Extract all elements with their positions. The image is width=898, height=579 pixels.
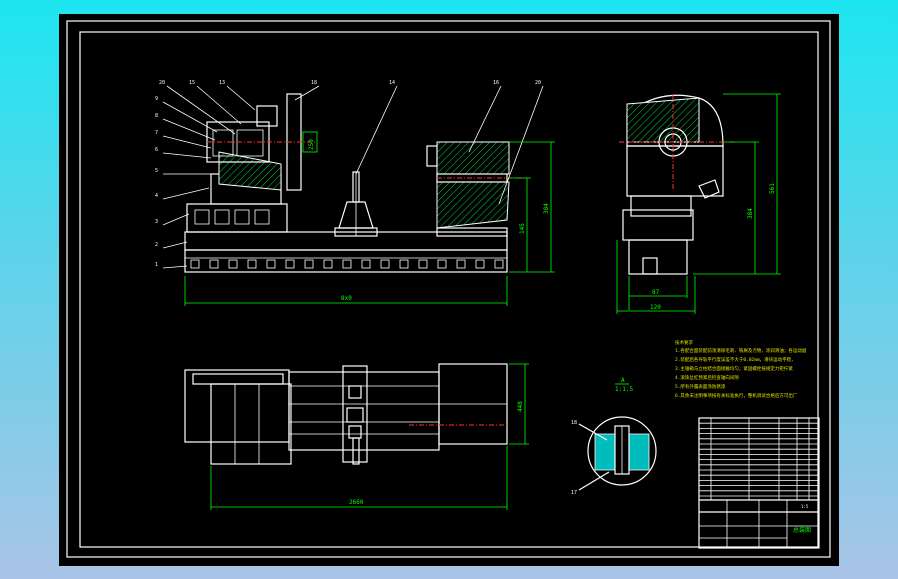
part-label: 7 [155, 130, 158, 136]
detail-label-18: 18 [571, 420, 577, 426]
detail-title: A [621, 377, 625, 384]
part-label: 13 [219, 80, 225, 86]
base-bolt-row [190, 259, 504, 269]
dim-front-tag: 250 [308, 139, 315, 150]
dim-plan-width: 2660 [349, 499, 364, 506]
motor-housing [256, 105, 278, 127]
part-label: 20 [535, 80, 541, 86]
base-bolt [247, 259, 257, 269]
base-bolt [456, 259, 466, 269]
dim-side-total: 561 [769, 183, 776, 194]
part-label: 3 [155, 219, 158, 225]
column-lower [186, 203, 288, 233]
base-bolt [342, 259, 352, 269]
part-label: 20 [159, 80, 165, 86]
notes-heading: 技术要求 [675, 339, 693, 346]
base-bolt [323, 259, 333, 269]
inner-border [79, 31, 819, 548]
front-leaders: 20 15 13 18 9 8 7 6 5 4 3 2 1 14 16 20 [155, 80, 544, 269]
technical-notes: 技术要求 1.各配合面装配前须清除毛刺、铁屑及污物，涂润滑油；各运动副 2.装配后… [675, 339, 807, 399]
base-bolt [361, 259, 371, 269]
dim-side-w-outer: 120 [650, 304, 661, 311]
side-view: 561 384 87 120 [616, 93, 781, 314]
right-headstock [426, 141, 525, 237]
dim-front-height-a: 384 [543, 203, 550, 214]
center-tailstock [334, 171, 378, 237]
base-bolt [380, 259, 390, 269]
note-line: 2.装配后各导轨平行度误差不大于0.02mm，滑块运动平稳， [675, 356, 796, 363]
base-bolt [266, 259, 276, 269]
title-block-name: 总装图 [793, 526, 811, 534]
part-label: 5 [155, 168, 158, 174]
note-line: 3.主轴箱与立柱结合面接触均匀，紧固螺栓按规定力矩拧紧 [675, 365, 793, 372]
detail-view: A 1:1.5 18 17 [571, 377, 657, 496]
title-block-scale: 1:5 [801, 504, 809, 509]
front-base [184, 249, 508, 273]
note-line: 6.其余未注明事项按有关标准执行，整机调试合格后方可出厂 [675, 392, 798, 399]
base-bolt [228, 259, 238, 269]
base-bolt [285, 259, 295, 269]
base-bolt [475, 259, 485, 269]
part-label: 8 [155, 113, 158, 119]
note-line: 4.滚珠丝杠预紧后检查轴向间隙 [675, 374, 739, 381]
note-line: 5.所有外露表面涂防锈漆 [675, 383, 726, 390]
dim-front-height-b: 145 [519, 223, 526, 234]
base-bolt [209, 259, 219, 269]
headstock-hatch [218, 151, 282, 191]
detail-scale: 1:1.5 [615, 386, 633, 393]
title-block: 1:5 总装图 [698, 417, 820, 549]
base-bolt [418, 259, 428, 269]
detail-label-17: 17 [571, 490, 577, 496]
part-label: 4 [155, 193, 158, 199]
part-label: 6 [155, 147, 158, 153]
base-bolt [304, 259, 314, 269]
part-label: 1 [155, 262, 158, 268]
base-bolt [494, 259, 504, 269]
base-bolt [190, 259, 200, 269]
bed-plate [184, 231, 508, 251]
part-label: 18 [311, 80, 317, 86]
dim-front-width: 8x0 [341, 295, 352, 302]
part-label: 14 [389, 80, 395, 86]
plan-view: 448 2660 [184, 363, 529, 510]
part-label: 2 [155, 242, 158, 248]
part-label: 16 [493, 80, 499, 86]
outer-border [66, 20, 831, 558]
part-label: 15 [189, 80, 195, 86]
front-view: 20 15 13 18 9 8 7 6 5 4 3 2 1 14 16 20 8x0 384 145 250 [155, 80, 555, 306]
part-label: 9 [155, 96, 158, 102]
dim-side-w-inner: 87 [652, 289, 660, 296]
base-bolt [399, 259, 409, 269]
dim-plan-depth: 448 [517, 401, 524, 412]
base-bolt [437, 259, 447, 269]
note-line: 1.各配合面装配前须清除毛刺、铁屑及污物，涂润滑油；各运动副 [675, 347, 807, 354]
dim-side-inner: 384 [747, 208, 754, 219]
